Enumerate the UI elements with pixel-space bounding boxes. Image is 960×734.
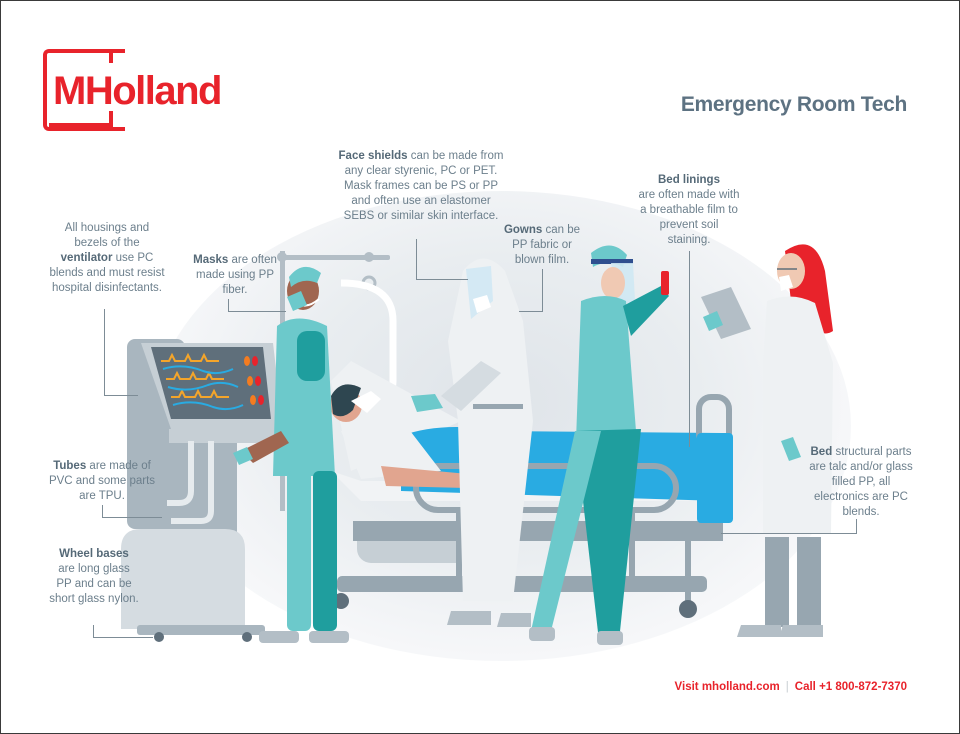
mholland-logo: MHolland (43, 49, 253, 131)
callout-bed-linings: Bed linings are often made with a breath… (638, 174, 740, 246)
callout-ventilator: All housings and bezels of the ventilato… (49, 222, 165, 294)
leader-line (856, 519, 857, 533)
nurse-with-mask-icon (233, 266, 349, 643)
leader-line (416, 239, 417, 279)
leader-line (228, 311, 286, 312)
nurse-with-vial-icon (529, 245, 669, 645)
leader-line (542, 269, 543, 311)
footer-separator: | (785, 681, 789, 693)
leader-line (689, 251, 690, 447)
callout-tubes: Tubes are made of PVC and some parts are… (48, 460, 156, 502)
doctor-with-tablet-icon (701, 244, 833, 637)
callout-wheel-bases: Wheel bases are long glass PP and can be… (49, 548, 139, 605)
phone-link[interactable]: Call +1 800-872-7370 (794, 681, 907, 693)
leader-line (228, 299, 229, 311)
page-title: Emergency Room Tech (680, 93, 907, 116)
leader-line (519, 311, 543, 312)
leader-line (416, 279, 468, 280)
leader-line (104, 309, 105, 395)
leader-line (102, 517, 162, 518)
leader-line (102, 505, 103, 517)
leader-line (93, 637, 153, 638)
leader-line (721, 533, 857, 534)
leader-line (104, 395, 138, 396)
callout-masks: Masks are often made using PP fiber. (193, 254, 277, 296)
gowned-clinician-icon (411, 258, 533, 627)
callout-gowns: Gowns can be PP fabric or blown film. (503, 224, 581, 266)
leader-line (93, 625, 94, 637)
hospital-bed-icon (331, 361, 733, 618)
callout-face-shields: Face shields can be made from any clear … (338, 150, 504, 222)
ventilator-icon (121, 339, 283, 642)
callout-bed-structural: Bed structural parts are talc and/or gla… (809, 446, 913, 518)
footer-contact: Visit mholland.com | Call +1 800-872-7370 (675, 681, 907, 693)
website-link[interactable]: Visit mholland.com (674, 681, 780, 693)
logo-text: MHolland (53, 71, 225, 111)
